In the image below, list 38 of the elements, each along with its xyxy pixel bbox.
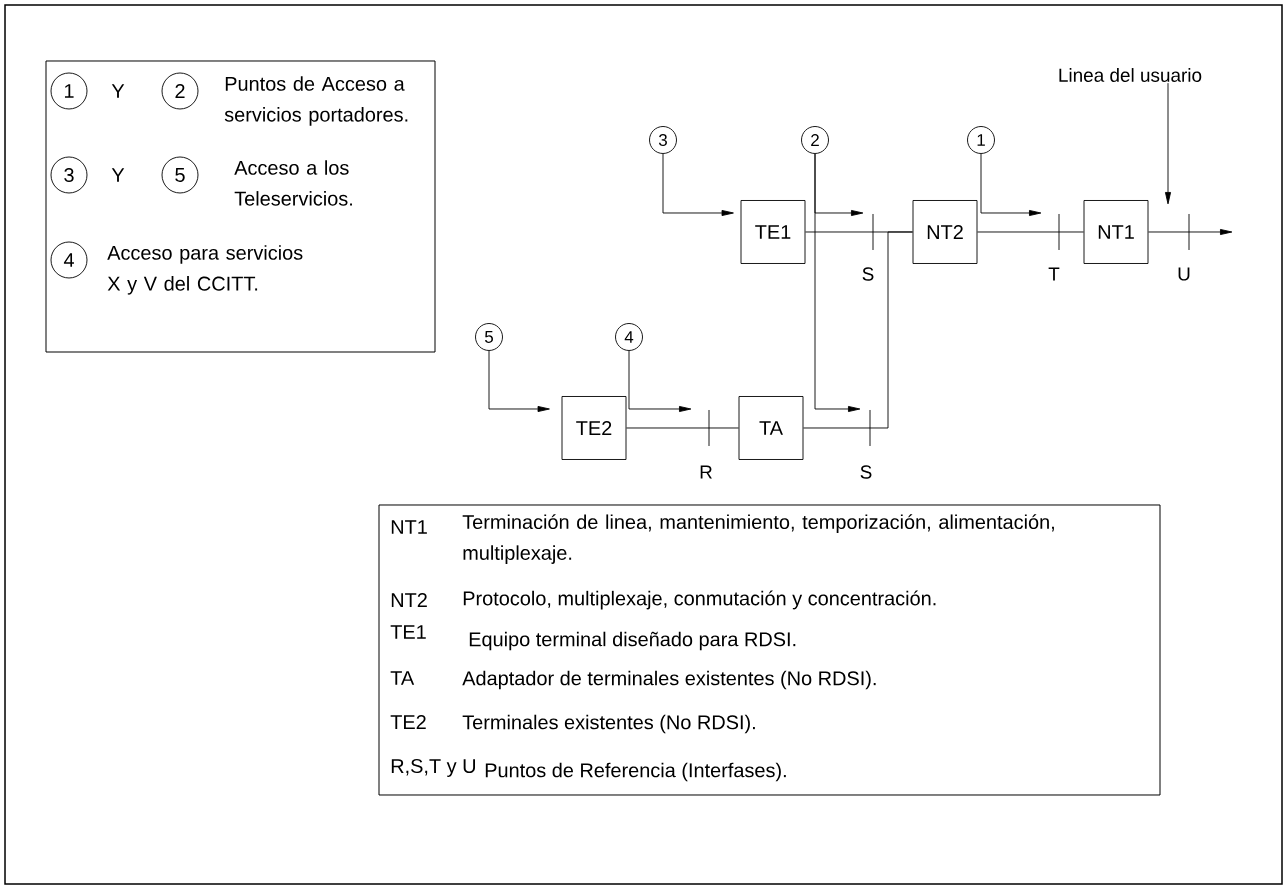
arrow xyxy=(1165,82,1171,205)
reference-point-label: R xyxy=(700,465,712,479)
definition-text: Terminación de linea, mantenimiento, temporización, alimentación, multiplexaje. xyxy=(462,514,1054,564)
legend-text: Acceso para servicios X y V del CCITT. xyxy=(107,245,303,295)
connector-line xyxy=(977,231,1084,233)
arrow xyxy=(814,153,861,412)
arrow xyxy=(1148,229,1233,235)
definition-text: Puntos de Referencia (Interfases). xyxy=(485,762,786,782)
term-label: TE2 xyxy=(390,715,426,729)
arrow xyxy=(628,350,692,412)
arrow xyxy=(662,153,734,216)
unit-box: TE1 xyxy=(740,200,806,264)
reference-point-label: T xyxy=(1048,267,1060,281)
conjunction-text: Y xyxy=(111,168,125,182)
legend-text: Acceso a los Teleservicios. xyxy=(234,160,352,206)
definition-text: Adaptador de terminales existentes (No RDSI). xyxy=(462,670,876,690)
unit-box: TA xyxy=(738,396,804,460)
definition-text: Protocolo, multiplexaje, conmutación y concentración. xyxy=(463,590,936,610)
definition-text: Terminales existentes (No RDSI). xyxy=(462,714,755,734)
term-label: TE1 xyxy=(390,625,426,639)
conjunction-text: Y xyxy=(111,84,125,98)
arrow xyxy=(980,153,1042,216)
connector-line xyxy=(803,231,913,429)
term-label: NT1 xyxy=(391,520,427,534)
arrow xyxy=(488,350,550,412)
connector-line xyxy=(626,427,739,429)
reference-point-label: U xyxy=(1178,267,1190,281)
legend-text: Puntos de Acceso a servicios portadores. xyxy=(224,76,408,126)
term-label: NT2 xyxy=(391,593,427,607)
unit-box: NT2 xyxy=(912,200,978,264)
unit-box: NT1 xyxy=(1083,200,1149,264)
term-label: TA xyxy=(390,671,415,685)
definition-text: Equipo terminal diseñado para RDSI. xyxy=(469,631,796,651)
unit-box: TE2 xyxy=(561,396,627,460)
reference-point-label: S xyxy=(860,465,872,479)
reference-point-label: S xyxy=(862,267,874,281)
line-label: Linea del usuario xyxy=(1059,68,1202,82)
term-label: R,S,T y U xyxy=(391,759,475,778)
